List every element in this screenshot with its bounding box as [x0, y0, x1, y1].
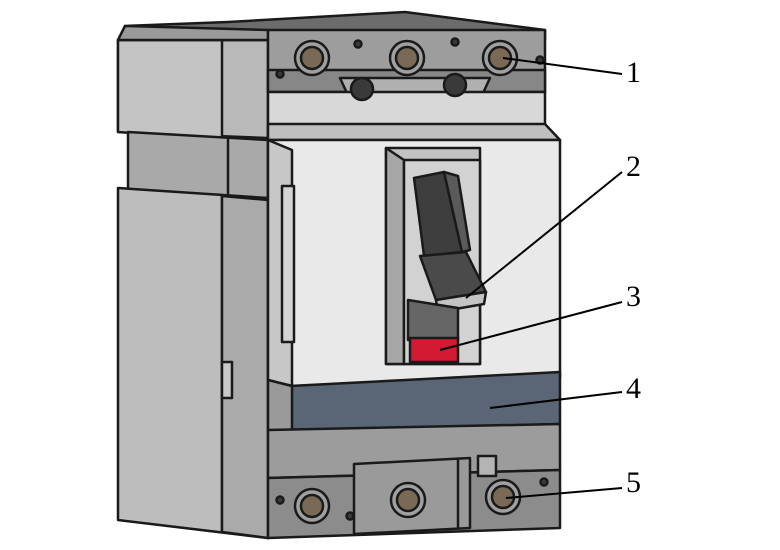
trip-indicator	[408, 336, 460, 364]
top-terminal-screws	[275, 37, 545, 102]
leader-line-1	[502, 57, 623, 75]
operating-handle	[406, 170, 488, 342]
leader-line-4	[489, 391, 623, 409]
callout-label-2: 2	[626, 150, 641, 183]
leader-line-3	[439, 301, 623, 351]
callout-label-3: 3	[626, 280, 641, 313]
bottom-terminal-screws	[275, 477, 549, 525]
callout-leaders	[439, 57, 623, 499]
leader-line-2	[465, 171, 623, 299]
callout-label-5: 5	[626, 466, 641, 499]
nameplate-strip	[266, 370, 562, 434]
breaker-left-side	[116, 38, 270, 540]
callout-label-4: 4	[626, 372, 641, 405]
leader-line-5	[505, 487, 623, 499]
top-terminal-block	[266, 28, 562, 142]
callout-label-1: 1	[626, 56, 641, 89]
